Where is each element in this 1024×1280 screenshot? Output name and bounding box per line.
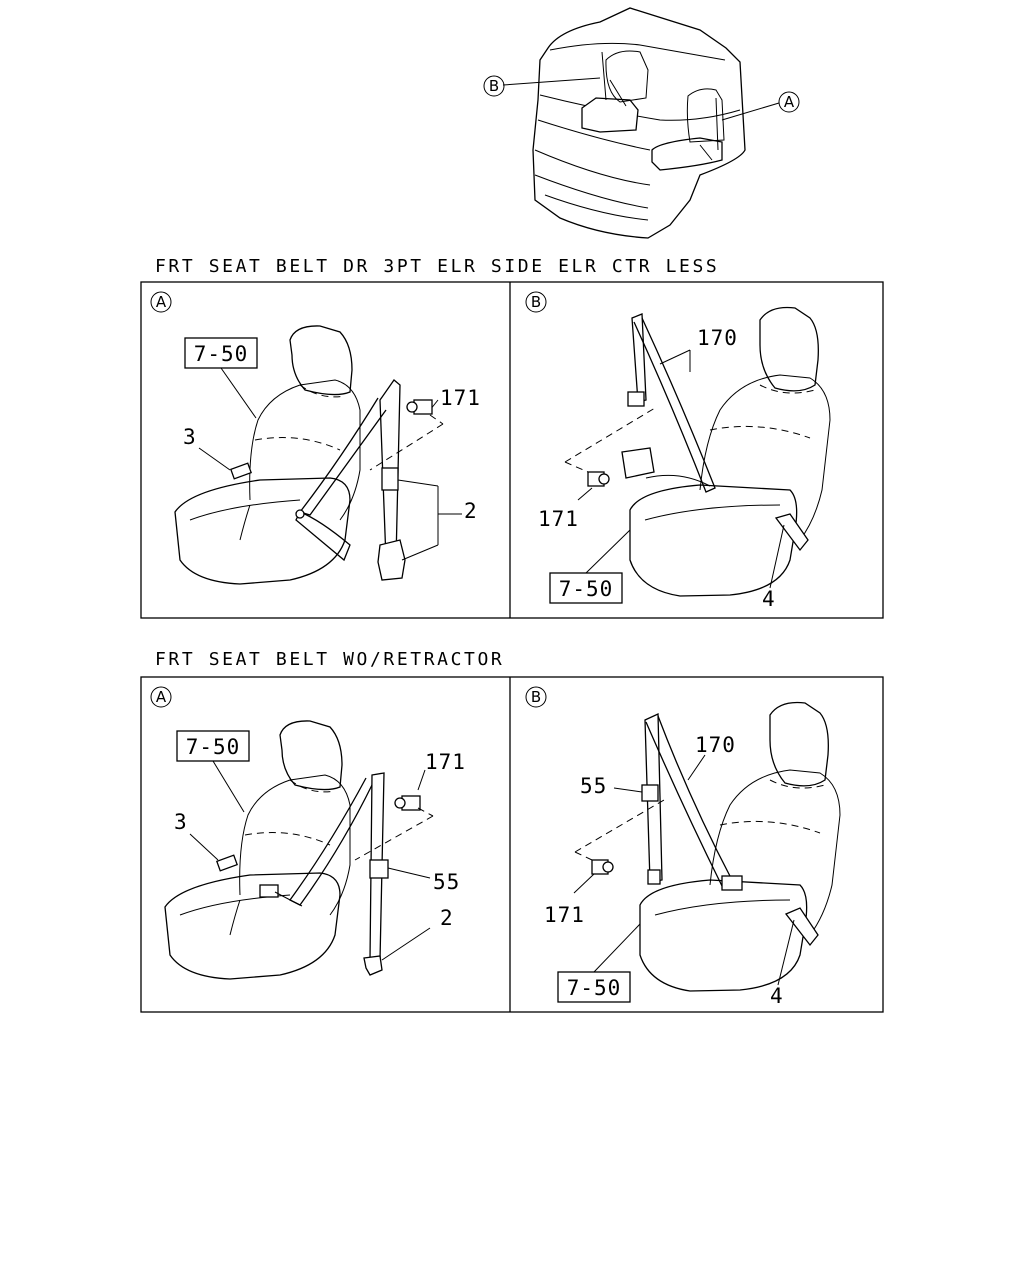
overview-callout-b: B	[489, 77, 499, 95]
ref-box-label: 7-50	[186, 735, 241, 759]
part-label-171: 171	[544, 903, 585, 927]
part-label-171: 171	[538, 507, 579, 531]
panel-marker: B	[531, 688, 541, 706]
section-2-heading: FRT SEAT BELT WO/RETRACTOR	[155, 649, 504, 670]
part-label-2: 2	[464, 499, 478, 523]
section-1-heading: FRT SEAT BELT DR 3PT ELR SIDE ELR CTR LE…	[155, 256, 719, 277]
ref-box-label: 7-50	[194, 342, 249, 366]
panel-marker: A	[156, 293, 167, 311]
part-label-171: 171	[425, 750, 466, 774]
part-label-55: 55	[580, 774, 607, 798]
part-label-2: 2	[440, 906, 454, 930]
part-label-3: 3	[174, 810, 188, 834]
part-label-55: 55	[433, 870, 460, 894]
panel-marker: B	[531, 293, 541, 311]
overview-callout-a: A	[784, 93, 795, 111]
part-label-3: 3	[183, 425, 197, 449]
part-label-171: 171	[440, 386, 481, 410]
ref-box-label: 7-50	[567, 976, 622, 1000]
part-label-4: 4	[762, 587, 776, 611]
part-label-170: 170	[695, 733, 736, 757]
section-2-panel-b: B 55 170 171 4 7-50	[525, 686, 841, 1008]
part-label-4: 4	[770, 984, 784, 1008]
panel-marker: A	[156, 688, 167, 706]
section-1-panel-a: A 7-50 3 171 2	[150, 291, 481, 585]
section-1-panel-b: B 170 171 4 7-50	[525, 291, 831, 611]
section-2-frame	[140, 676, 884, 1013]
cab-overview-drawing: B A	[483, 7, 800, 239]
part-label-170: 170	[697, 326, 738, 350]
section-2-panel-a: A 7-50 171 3 55 2	[150, 686, 466, 980]
ref-box-label: 7-50	[559, 577, 614, 601]
section-1-frame	[140, 281, 884, 619]
